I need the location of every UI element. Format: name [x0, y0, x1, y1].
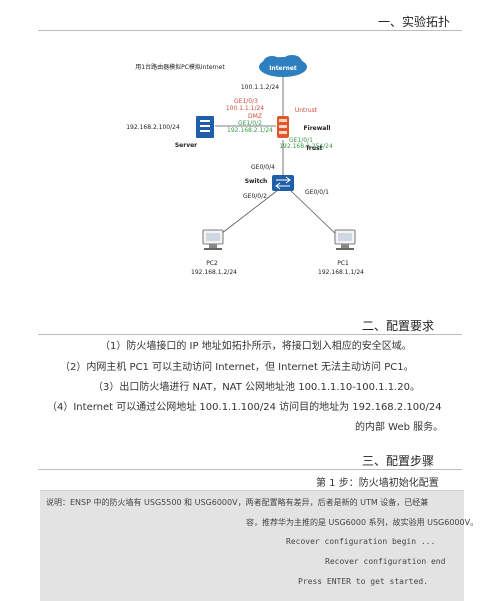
server-icon	[196, 116, 214, 138]
cloud-label: Internet	[269, 65, 297, 72]
cloud-ip: 100.1.1.2/24	[241, 84, 279, 91]
section-3-title: 三、配置步骤	[362, 454, 435, 468]
pc2-icon	[202, 229, 224, 250]
internet-cloud-icon	[259, 55, 307, 77]
switch-name: Switch	[245, 178, 268, 185]
section-1-title: 一、实验拓扑	[378, 15, 451, 29]
fw-ge-untrust: GE1/0/3	[234, 98, 258, 105]
requirement-1: （1）防火墙接口的 IP 地址如拓扑所示，将接口划入相应的安全区域。	[100, 341, 412, 352]
pc2-name: PC2	[206, 260, 218, 267]
pc1-icon	[334, 229, 356, 250]
requirement-4: （4）Internet 可以通过公网地址 100.1.1.100/24 访问目的…	[47, 402, 442, 413]
sw-port-up: GE0/0/4	[251, 164, 275, 171]
sw-port-right: GE0/0/1	[305, 189, 329, 196]
cloud-caption: 用1台路由器模拟PC模拟Internet	[135, 63, 225, 71]
config-output-line-2: Recover configuration end	[325, 557, 446, 566]
fw-ge-trust: GE1/0/1	[289, 137, 313, 144]
config-note-line-2: 容，推荐华为主推的是 USG6000 系列，故实验用 USG6000V。	[246, 518, 479, 527]
fw-ip-trust: 192.168.1.254/24	[279, 143, 333, 150]
requirement-4-cont: 的内部 Web 服务。	[355, 422, 444, 433]
requirement-3: （3）出口防火墙进行 NAT，NAT 公网地址池 100.1.1.10-100.…	[93, 382, 420, 393]
pc1-name: PC1	[337, 260, 349, 267]
link-switch-pc2	[212, 189, 279, 241]
switch-icon	[272, 175, 294, 191]
sw-port-left: GE0/0/2	[243, 193, 267, 200]
fw-zone-dmz: DMZ	[248, 113, 262, 120]
config-output-line-1: Recover configuration begin ...	[286, 537, 436, 546]
section-1-divider	[38, 30, 462, 31]
requirement-2: （2）内网主机 PC1 可以主动访问 Internet，但 Internet 无…	[60, 362, 414, 373]
section-3-divider	[38, 469, 462, 470]
fw-ip-dmz: 192.168.2.1/24	[227, 127, 273, 134]
topology-diagram: Internet 用1台路由器模拟PC模拟Internet 100.1.1.2/…	[126, 55, 364, 276]
fw-zone-trust: Trust	[305, 145, 322, 152]
server-ip: 192.168.2.100/24	[126, 124, 180, 131]
section-2-title: 二、配置要求	[362, 319, 435, 333]
section-2-divider	[38, 334, 462, 335]
server-name: Server	[175, 142, 197, 149]
config-output-line-3: Press ENTER to get started.	[298, 577, 429, 586]
config-note-line-1: 说明：ENSP 中的防火墙有 USG5500 和 USG6000V，两者配置略有…	[46, 498, 429, 507]
config-box: 说明：ENSP 中的防火墙有 USG5500 和 USG6000V，两者配置略有…	[40, 490, 478, 601]
pc2-ip: 192.168.1.2/24	[191, 269, 237, 276]
fw-ip-untrust: 100.1.1.1/24	[226, 105, 264, 112]
firewall-name: Firewall	[304, 125, 331, 132]
fw-ge-dmz: GE1/0/2	[238, 120, 262, 127]
step-1-title: 第 1 步：防火墙初始化配置	[316, 478, 439, 489]
fw-zone-untrust: Untrust	[295, 107, 318, 114]
pc1-ip: 192.168.1.1/24	[318, 269, 364, 276]
link-switch-pc1	[289, 189, 343, 241]
firewall-icon	[277, 116, 289, 138]
